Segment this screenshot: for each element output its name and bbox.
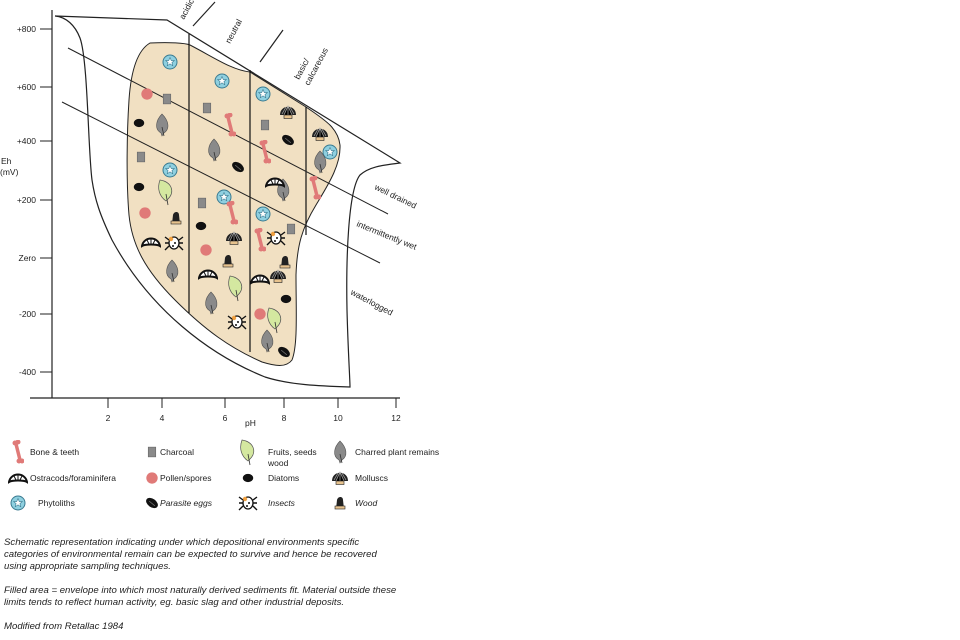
legend-item-diatom: Diatoms bbox=[242, 473, 299, 483]
legend-label: Parasite eggs bbox=[160, 498, 213, 508]
caption-line: Filled area = envelope into which most n… bbox=[4, 585, 397, 596]
legend-label: Pollen/spores bbox=[160, 473, 212, 483]
caption-line: using appropriate sampling techniques. bbox=[4, 561, 171, 572]
ostracod-icon bbox=[8, 473, 28, 483]
legend-label: Fruits, seeds bbox=[268, 447, 317, 457]
pollen-icon bbox=[254, 308, 266, 320]
zone-label-neutral: neutral bbox=[223, 17, 244, 45]
pollen-icon bbox=[139, 207, 151, 219]
insect-icon bbox=[238, 496, 258, 511]
zone-label-intermittently-wet: intermittently wet bbox=[355, 219, 418, 252]
y-tick-label: +800 bbox=[17, 24, 36, 34]
x-tick-label: 12 bbox=[391, 413, 401, 423]
y-axis-label-1: Eh bbox=[1, 156, 12, 166]
fruit-icon bbox=[240, 439, 255, 466]
caption-paragraph-2: Filled area = envelope into which most n… bbox=[4, 585, 396, 609]
well-drained-line bbox=[67, 47, 389, 215]
phytolith-icon bbox=[255, 206, 271, 222]
phytolith-icon bbox=[322, 144, 338, 160]
y-tick-label: +400 bbox=[17, 136, 36, 146]
x-tick-label: 6 bbox=[223, 413, 228, 423]
charcoal-icon bbox=[202, 102, 212, 114]
insect-icon bbox=[164, 236, 184, 251]
diatom-icon bbox=[133, 118, 145, 128]
legend-item-egg: Parasite eggs bbox=[144, 495, 213, 511]
x-axis-label: pH bbox=[245, 418, 256, 428]
outer-envelope bbox=[54, 15, 402, 388]
phytolith-icon bbox=[10, 495, 26, 511]
y-tick-label: +600 bbox=[17, 82, 36, 92]
legend-label: Charcoal bbox=[160, 447, 194, 457]
wood-icon bbox=[334, 496, 346, 510]
y-tick-label: -400 bbox=[19, 367, 36, 377]
legend-item-charcoal: Charcoal bbox=[147, 446, 194, 458]
caption-paragraph-1: Schematic representation indicating unde… bbox=[4, 537, 377, 573]
x-tick-label: 10 bbox=[333, 413, 343, 423]
legend-label: Wood bbox=[355, 498, 377, 508]
legend-item-bone: Bone & teeth bbox=[12, 440, 79, 464]
charcoal-icon bbox=[260, 119, 270, 131]
bone-icon bbox=[12, 440, 24, 464]
mollusc-icon bbox=[331, 471, 349, 485]
zone-label-waterlogged: waterlogged bbox=[348, 286, 395, 317]
phytolith-icon bbox=[162, 54, 178, 70]
caption-source: Modified from Retallac 1984 bbox=[4, 621, 124, 632]
diatom-icon bbox=[242, 473, 254, 483]
x-tick-label: 2 bbox=[106, 413, 111, 423]
y-tick-label: +200 bbox=[17, 195, 36, 205]
legend-label-2: wood bbox=[267, 458, 289, 468]
legend-label: Diatoms bbox=[268, 473, 299, 483]
legend-label: Ostracods/foraminifera bbox=[30, 473, 116, 483]
legend-label: Phytoliths bbox=[38, 498, 75, 508]
charred-icon bbox=[334, 440, 347, 464]
legend-label: Insects bbox=[268, 498, 296, 508]
phytolith-icon bbox=[162, 162, 178, 178]
legend-label: Molluscs bbox=[355, 473, 388, 483]
pollen-icon bbox=[200, 244, 212, 256]
zone-tick bbox=[259, 29, 284, 63]
legend-label: Charred plant remains bbox=[355, 447, 439, 457]
phytolith-icon bbox=[255, 86, 271, 102]
intermittently-wet-line bbox=[61, 101, 381, 264]
pollen-icon bbox=[146, 472, 158, 484]
legend-item-mollusc: Molluscs bbox=[331, 471, 388, 485]
y-tick-label: Zero bbox=[19, 253, 37, 263]
legend-item-insect: Insects bbox=[238, 496, 296, 511]
charcoal-icon bbox=[286, 223, 296, 235]
diatom-icon bbox=[195, 221, 207, 231]
insect-icon bbox=[266, 231, 286, 246]
legend-label: Bone & teeth bbox=[30, 447, 79, 457]
egg-icon bbox=[144, 495, 160, 511]
legend-item-wood: Wood bbox=[334, 496, 377, 510]
pollen-icon bbox=[141, 88, 153, 100]
zone-label-well-drained: well drained bbox=[372, 181, 418, 210]
charcoal-icon bbox=[136, 151, 146, 163]
diatom-icon bbox=[280, 294, 292, 304]
charcoal-icon bbox=[162, 93, 172, 105]
insect-icon bbox=[227, 315, 247, 330]
charcoal-icon bbox=[197, 197, 207, 209]
x-tick-label: 4 bbox=[160, 413, 165, 423]
legend-item-pollen: Pollen/spores bbox=[146, 472, 212, 484]
y-axis-label-2: (mV) bbox=[0, 167, 19, 177]
x-tick-label: 8 bbox=[282, 413, 287, 423]
charcoal-icon bbox=[147, 446, 157, 458]
caption-line: limits tends to reflect human activity, … bbox=[4, 597, 345, 608]
zone-label-acidic: acidic bbox=[177, 0, 196, 21]
diatom-icon bbox=[133, 182, 145, 192]
caption-line: categories of environmental remain can b… bbox=[4, 549, 377, 560]
caption-line: Schematic representation indicating unde… bbox=[4, 537, 360, 548]
phytolith-icon bbox=[214, 73, 230, 89]
legend-item-phytolith: Phytoliths bbox=[10, 495, 75, 511]
legend-item-ostracod: Ostracods/foraminifera bbox=[8, 473, 116, 483]
legend-item-charred: Charred plant remains bbox=[334, 440, 439, 464]
y-tick-label: -200 bbox=[19, 309, 36, 319]
zone-tick bbox=[192, 1, 216, 27]
